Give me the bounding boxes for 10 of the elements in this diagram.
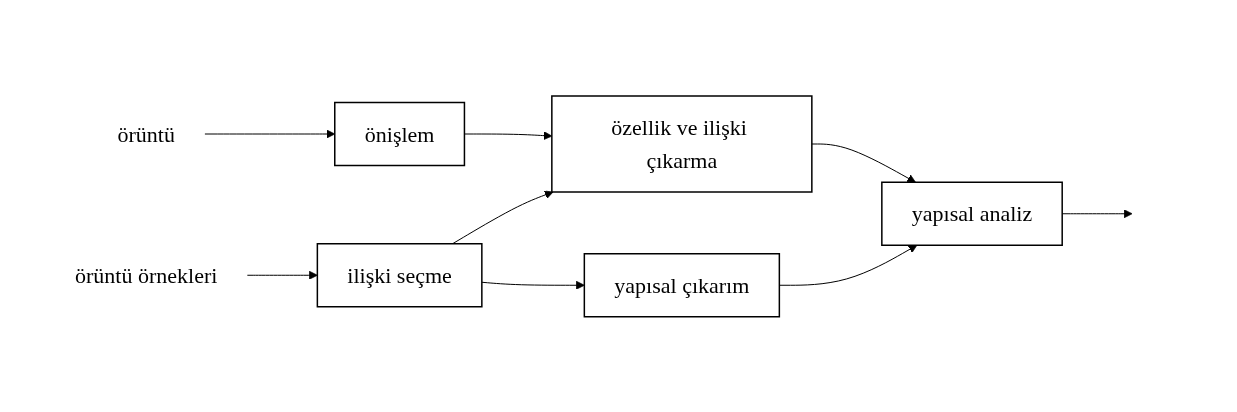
node-box: yapısal çıkarım (583, 252, 780, 318)
node-text: örüntü örnekleri (74, 262, 218, 288)
arrow (246, 270, 318, 280)
node-box: önişlem (333, 101, 466, 166)
arrow (811, 143, 916, 183)
arrow (481, 280, 585, 290)
node-box: yapısal analiz (881, 181, 1063, 246)
node-box: ilişki seçme (316, 242, 483, 308)
node-box: özellik ve ilişki çıkarma (551, 94, 813, 193)
node-text: örüntü (117, 121, 175, 147)
